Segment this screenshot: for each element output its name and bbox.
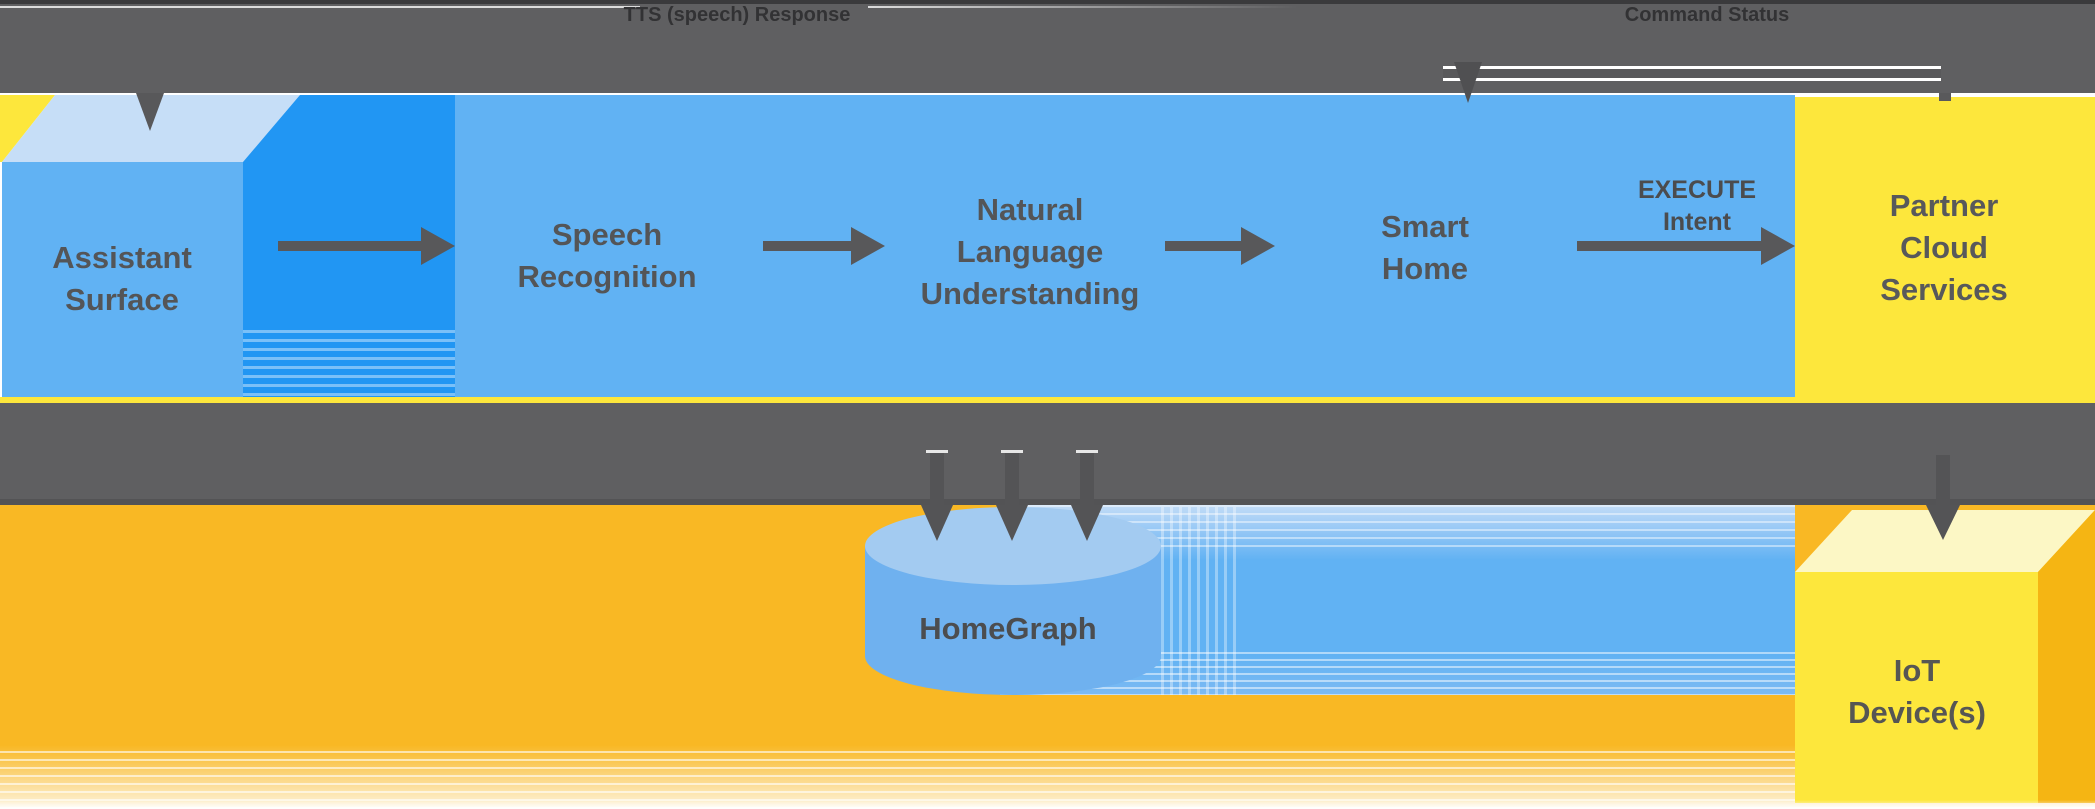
speech-line1: Speech — [551, 217, 663, 252]
homegraph-cylinder-body — [865, 546, 1161, 695]
partner-cloud-services-box — [1795, 97, 2095, 397]
speech-line2: Recognition — [517, 259, 697, 294]
flow-arrows — [278, 227, 1795, 265]
partner-line1: Partner — [1889, 188, 1999, 223]
tts-arrow-line-right — [868, 6, 1298, 8]
nlu-line1: Natural — [976, 192, 1084, 227]
execute-intent-line2: Intent — [1662, 208, 1732, 236]
tts-arrow-line-left — [0, 6, 640, 8]
nlu-line3: Understanding — [920, 276, 1140, 311]
iot-cube-side-face — [2038, 510, 2095, 803]
iot-line1: IoT — [1893, 653, 1941, 688]
assistant-cube-top-face — [2, 95, 300, 162]
middle-band-bottom-edge — [0, 499, 2095, 505]
cylinder-right-dither — [1161, 507, 1241, 695]
tts-response-arrowhead-icon — [136, 93, 164, 131]
partner-line2: Cloud — [1900, 230, 1988, 265]
bottom-white-edge — [0, 800, 2095, 809]
execute-intent-line1: EXECUTE — [1637, 176, 1757, 204]
partner-cloud-services-label: Partner Cloud Services — [1795, 185, 2093, 311]
smart-home-label: Smart Home — [1275, 206, 1575, 290]
speech-recognition-label: Speech Recognition — [457, 214, 757, 298]
arrow-nlu-to-smarthome-icon — [1165, 227, 1275, 265]
upper-yellow-hairline — [0, 397, 2095, 403]
execute-intent-label: EXECUTE Intent — [1597, 174, 1797, 238]
google-assistant-box — [455, 95, 1795, 397]
tts-response-label: TTS (speech) Response — [623, 4, 851, 26]
middle-gray-band — [0, 403, 2095, 499]
background-corner-sliver — [0, 95, 55, 162]
iot-device-label: IoT Device(s) — [1792, 650, 2042, 734]
command-status-arrowhead-icon — [1454, 62, 1482, 103]
arrow-speech-to-nlu-icon — [763, 227, 885, 265]
assistant-surface-line2: Surface — [65, 282, 179, 317]
bottom-fade-stripes — [0, 745, 2095, 809]
command-status-riser — [1939, 93, 1951, 101]
nlu-line2: Language — [956, 234, 1104, 269]
smart-home-line1: Smart — [1381, 209, 1469, 244]
smart-home-line2: Home — [1381, 251, 1469, 286]
iot-cube-front-face — [1795, 572, 2038, 803]
iot-line2: Device(s) — [1848, 695, 1986, 730]
command-status-arrow-shaft — [1443, 66, 1941, 81]
homegraph-label: HomeGraph — [919, 611, 1097, 646]
arrow-execute-intent-icon — [1577, 227, 1795, 265]
iot-cube-top-face — [1795, 510, 2095, 572]
arrow-assistant-to-speech-icon — [278, 227, 455, 265]
command-status-label: Command Status — [1624, 4, 1790, 26]
top-band-dark-edge — [0, 0, 2095, 4]
assistant-surface-line1: Assistant — [52, 240, 192, 275]
partner-line3: Services — [1880, 272, 2008, 307]
assistant-side-bottom-dither — [243, 330, 457, 397]
iot-down-arrow-icon — [1926, 455, 1960, 540]
assistant-cube-front-face — [2, 162, 243, 397]
nlu-label: Natural Language Understanding — [880, 189, 1180, 315]
assistant-surface-label: Assistant Surface — [0, 237, 252, 321]
homegraph-down-arrows-icon — [921, 450, 1103, 541]
